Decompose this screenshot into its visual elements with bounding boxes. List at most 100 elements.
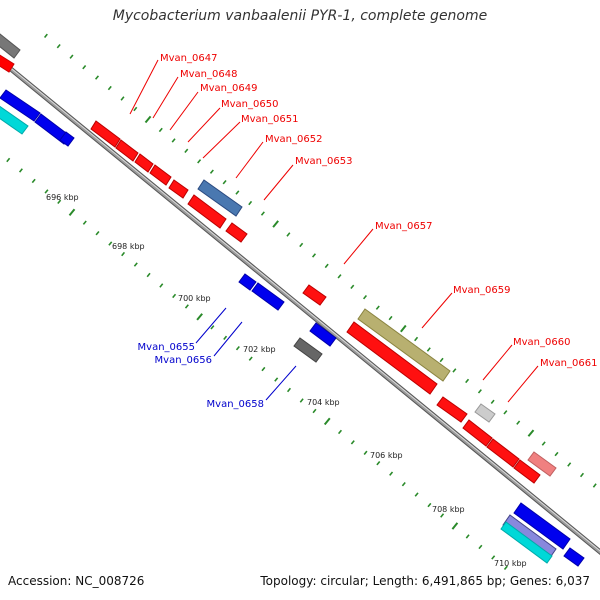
gene-label-mvan-0660[interactable]: Mvan_0660 [513, 337, 570, 348]
tick-mark [299, 398, 304, 403]
reverse-gene-labels: Mvan_0655 Mvan_0656 Mvan_0658 [138, 342, 264, 410]
gene-feature[interactable] [59, 131, 75, 147]
tick-mark [362, 294, 368, 300]
forward-gene-labels: Mvan_0647 Mvan_0648 Mvan_0649 Mvan_0650 … [160, 53, 597, 369]
tick-mark [6, 157, 11, 163]
tick-mark [401, 481, 406, 487]
kbp-label-696: 696 kbp [46, 193, 79, 202]
tick-mark [184, 304, 189, 309]
kbp-label-706: 706 kbp [370, 451, 403, 460]
gene-feature[interactable] [357, 308, 451, 382]
gene-feature[interactable] [238, 273, 257, 291]
gene-label-mvan-0656[interactable]: Mvan_0656 [155, 355, 212, 366]
tick-mark [209, 169, 214, 174]
tick-mark [248, 356, 253, 361]
tick-mark [478, 544, 483, 550]
gene-feature[interactable] [563, 547, 585, 567]
tick-mark [414, 336, 419, 342]
gene-feature[interactable] [187, 194, 227, 229]
gene-feature[interactable] [0, 52, 15, 73]
tick-mark [68, 208, 76, 217]
tick-mark [452, 368, 457, 373]
gene-feature[interactable] [34, 113, 71, 145]
gene-label-mvan-0657[interactable]: Mvan_0657 [375, 221, 432, 232]
reverse-genes [0, 89, 585, 567]
tick-mark [440, 513, 445, 518]
gene-feature[interactable] [474, 403, 496, 423]
gene-label-mvan-0652[interactable]: Mvan_0652 [265, 134, 322, 145]
tick-mark [286, 232, 291, 237]
tick-mark [146, 272, 151, 278]
gene-feature[interactable] [309, 322, 337, 347]
gene-feature[interactable] [251, 282, 285, 311]
gene-feature[interactable] [149, 164, 172, 186]
gene-label-mvan-0649[interactable]: Mvan_0649 [200, 83, 257, 94]
gene-label-mvan-0658[interactable]: Mvan_0658 [207, 399, 264, 410]
tick-mark [222, 179, 227, 185]
forward-leader-lines [129, 59, 539, 403]
gene-feature[interactable] [197, 179, 243, 217]
gene-feature[interactable] [346, 321, 438, 395]
kbp-label-704: 704 kbp [307, 398, 340, 407]
gene-feature[interactable] [462, 419, 493, 447]
gene-feature[interactable] [486, 438, 520, 468]
scale-ticks [6, 33, 597, 571]
gene-label-mvan-0659[interactable]: Mvan_0659 [453, 285, 510, 296]
tick-mark [133, 106, 138, 112]
gene-feature[interactable] [134, 153, 154, 173]
gene-label-mvan-0647[interactable]: Mvan_0647 [160, 53, 217, 64]
gene-feature[interactable] [168, 179, 189, 199]
gene-label-mvan-0648[interactable]: Mvan_0648 [180, 69, 237, 80]
tick-mark [376, 460, 381, 466]
tick-mark [144, 115, 152, 124]
gene-label-mvan-0650[interactable]: Mvan_0650 [221, 99, 278, 110]
tick-mark [491, 555, 496, 560]
gene-feature[interactable] [302, 284, 327, 306]
tick-mark [248, 200, 253, 206]
tick-mark [324, 263, 329, 269]
gene-feature[interactable] [513, 459, 541, 484]
tick-mark [43, 33, 48, 38]
gene-feature[interactable] [90, 120, 121, 148]
gene-feature[interactable] [293, 337, 323, 363]
gene-feature[interactable] [527, 451, 557, 477]
gene-feature[interactable] [0, 30, 21, 59]
tick-mark [579, 472, 585, 478]
gene-label-mvan-0655[interactable]: Mvan_0655 [138, 342, 195, 353]
tick-mark [427, 502, 432, 508]
tick-mark [503, 565, 508, 571]
tick-mark [426, 347, 431, 352]
tick-mark [389, 471, 394, 476]
tick-mark [196, 313, 203, 321]
tick-mark [337, 429, 343, 435]
tick-mark [56, 43, 61, 49]
tick-mark [260, 211, 265, 216]
tick-mark [350, 284, 355, 290]
tick-mark [235, 190, 240, 195]
gene-label-mvan-0653[interactable]: Mvan_0653 [295, 156, 352, 167]
tick-mark [261, 366, 266, 372]
tick-mark [451, 522, 459, 530]
map-title: Mycobacterium vanbaalenii PYR-1, complet… [112, 8, 488, 24]
gene-feature[interactable] [225, 222, 248, 243]
kbp-label-710: 710 kbp [494, 559, 527, 568]
tick-mark [184, 148, 189, 154]
gene-feature[interactable] [0, 89, 41, 122]
gene-label-mvan-0651[interactable]: Mvan_0651 [241, 114, 298, 125]
gene-feature[interactable] [0, 103, 29, 135]
tick-mark [527, 429, 535, 437]
gene-feature[interactable] [436, 396, 468, 423]
gene-label-mvan-0661[interactable]: Mvan_0661 [540, 358, 597, 369]
tick-mark [363, 450, 368, 455]
reverse-leader-lines [195, 307, 297, 401]
gene-feature[interactable] [513, 502, 571, 550]
gene-feature[interactable] [500, 521, 553, 564]
gene-feature[interactable] [115, 139, 139, 162]
tick-mark [554, 451, 559, 457]
kbp-label-708: 708 kbp [432, 505, 465, 514]
genome-backbone [0, 56, 600, 556]
tick-mark [286, 387, 292, 393]
tick-mark [312, 408, 317, 414]
tick-mark [107, 85, 112, 91]
